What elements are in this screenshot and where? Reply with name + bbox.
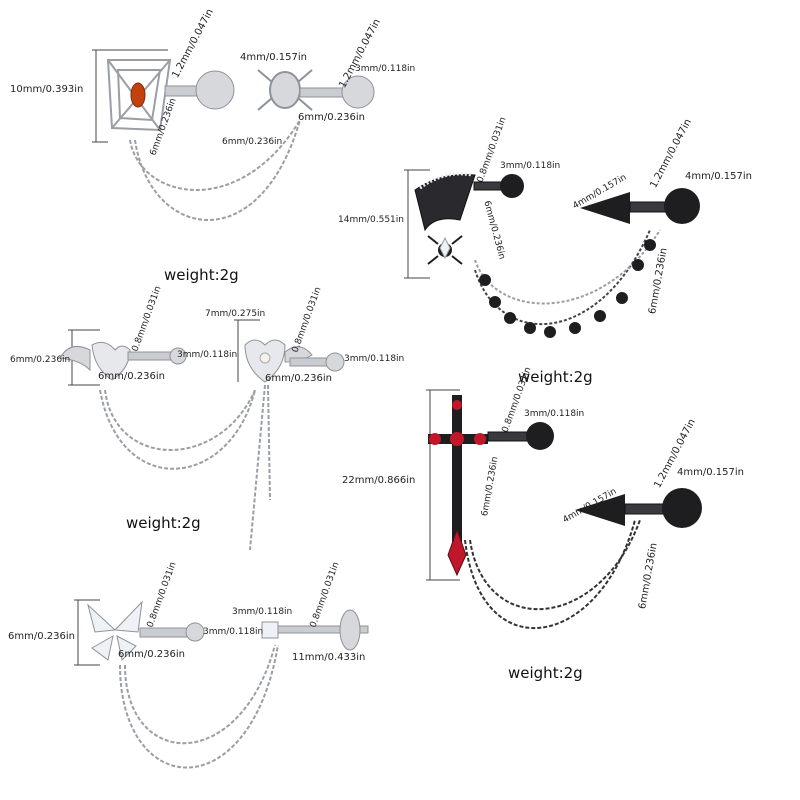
height-label: 6mm/0.236in bbox=[10, 355, 71, 365]
weight-label: weight:2g bbox=[126, 514, 201, 532]
spider-web-silver-illustration bbox=[92, 49, 375, 221]
weight-label: weight:2g bbox=[164, 266, 239, 284]
ball-label: 3mm/0.118in bbox=[500, 161, 561, 171]
height-label: 14mm/0.551in bbox=[338, 215, 404, 225]
square-label: 3mm/0.118in bbox=[232, 607, 293, 617]
spider-bar-label: 6mm/0.236in bbox=[298, 112, 365, 123]
left-bar-label: 6mm/0.236in bbox=[222, 137, 283, 147]
ball-label: 3mm/0.118in bbox=[177, 350, 238, 360]
bar-length-label: 6mm/0.236in bbox=[98, 371, 165, 382]
butterfly-square-illustration bbox=[74, 599, 369, 769]
crown-width-label: 7mm/0.275in bbox=[205, 309, 266, 319]
spike-ball-label: 4mm/0.157in bbox=[685, 171, 752, 182]
product-spider-web-silver: 10mm/0.393in 1.2mm/0.047in 4mm/0.157in 6… bbox=[0, 0, 415, 300]
ball-label: 3mm/0.118in bbox=[524, 409, 585, 419]
height-label: 10mm/0.393in bbox=[10, 84, 84, 95]
product-sword-red: 22mm/0.866in 0.8mm/0.031in 3mm/0.118in 6… bbox=[342, 366, 800, 690]
height-label: 6mm/0.236in bbox=[8, 631, 75, 642]
product-spider-web-black: 14mm/0.551in 0.8mm/0.031in 3mm/0.118in 6… bbox=[338, 116, 800, 390]
spider-web-black-illustration bbox=[404, 169, 700, 338]
product-butterfly-square-silver: 6mm/0.236in 0.8mm/0.031in 3mm/0.118in 6m… bbox=[0, 561, 400, 800]
height-label: 22mm/0.866in bbox=[342, 475, 416, 486]
weight-label: weight:2g bbox=[518, 368, 593, 386]
crown-ball-label: 3mm/0.118in bbox=[344, 354, 405, 364]
spider-ball-label: 3mm/0.118in bbox=[355, 64, 416, 74]
bar-length-label: 6mm/0.236in bbox=[118, 649, 185, 660]
weight-label: weight:2g bbox=[508, 664, 583, 682]
crown-bar-label: 6mm/0.236in bbox=[265, 373, 332, 384]
sword-red-illustration bbox=[426, 389, 702, 630]
product-heart-crown-silver: 6mm/0.236in 0.8mm/0.031in 3mm/0.118in 6m… bbox=[0, 285, 404, 570]
ball-label: 3mm/0.118in bbox=[203, 627, 264, 637]
ball-label: 4mm/0.157in bbox=[240, 52, 307, 63]
spike-ball-label: 4mm/0.157in bbox=[677, 467, 744, 478]
stud-length-label: 11mm/0.433in bbox=[292, 652, 366, 663]
heart-crown-silver-illustration bbox=[59, 319, 345, 551]
